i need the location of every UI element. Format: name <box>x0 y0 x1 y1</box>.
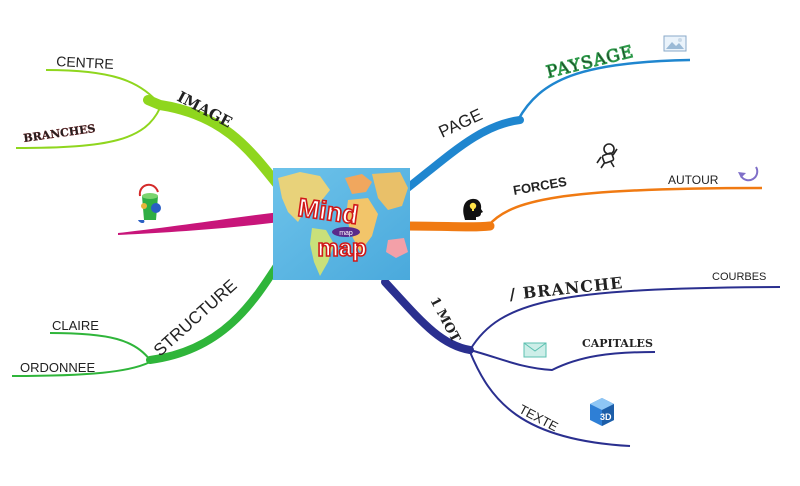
rotate-arrow-icon <box>738 166 759 182</box>
label-paysage[interactable]: PAYSAGE <box>544 41 637 83</box>
label-ordonnee[interactable]: ORDONNEE <box>20 360 95 375</box>
branch-texte-line <box>469 351 631 447</box>
continent-south-america <box>310 228 334 276</box>
continent-asia <box>372 172 408 210</box>
branch-un-mot-line <box>381 278 474 354</box>
paint-bucket-icon <box>138 183 161 223</box>
branch-ordonnee-line <box>11 361 151 377</box>
label-courbes[interactable]: COURBES <box>712 271 766 283</box>
landscape-image-icon <box>663 35 687 52</box>
branch-capitales-line <box>469 349 656 372</box>
branch-claire-line <box>49 332 151 361</box>
label-une-branche[interactable]: / BRANCHE <box>508 273 624 304</box>
continent-europe <box>345 174 372 194</box>
astronaut-icon <box>596 143 618 169</box>
branch-centre-line <box>45 69 161 106</box>
branch-paysage-line <box>516 58 691 121</box>
branch-branches-line <box>15 107 161 149</box>
branch-forces-line <box>400 221 495 232</box>
label-centre[interactable]: CENTRE <box>56 53 114 72</box>
head-lightbulb-icon <box>463 198 483 220</box>
branch-image-line <box>143 95 287 195</box>
label-capitales[interactable]: CAPITALES <box>582 337 653 350</box>
label-claire[interactable]: CLAIRE <box>52 318 99 333</box>
label-branches[interactable]: BRANCHES <box>22 122 97 145</box>
svg-text:3D: 3D <box>600 412 612 422</box>
center-node[interactable]: Mind map map <box>273 168 410 280</box>
center-title-badge <box>332 227 360 237</box>
center-title-middle: map <box>339 230 353 237</box>
label-forces[interactable]: FORCES <box>512 174 568 198</box>
envelope-icon <box>523 342 547 358</box>
branch-structure-line <box>146 254 286 364</box>
label-texte[interactable]: TEXTE <box>517 401 561 434</box>
continent-australia <box>386 238 408 258</box>
label-autour[interactable]: AUTOUR <box>668 173 719 187</box>
continent-north-america <box>278 172 330 222</box>
continent-africa <box>346 198 378 252</box>
branch-courbes-line <box>469 286 781 351</box>
3d-cube-icon: 3D <box>590 398 614 426</box>
branch-image-link-line <box>118 212 280 235</box>
branch-page-line <box>401 116 524 194</box>
center-title-bottom: map <box>317 235 366 262</box>
branch-autour-line <box>487 186 763 227</box>
